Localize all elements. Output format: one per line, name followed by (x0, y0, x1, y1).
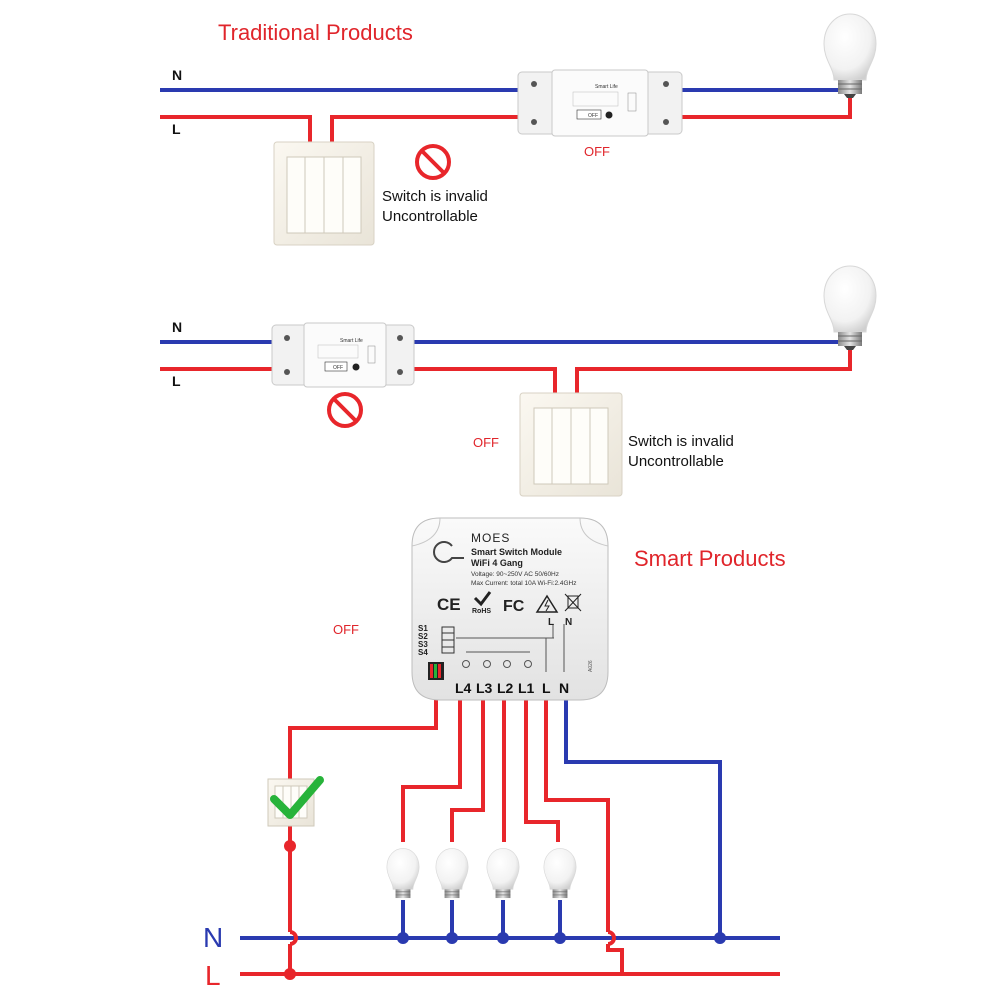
module-neutral-input-wire (564, 700, 722, 938)
wall-switch (273, 141, 375, 246)
switch-label-s3: S3 (418, 640, 428, 649)
warning-icon (535, 594, 559, 613)
bulb-icon (386, 848, 420, 899)
no-entry-icon (415, 144, 451, 180)
live-wire-load (680, 92, 852, 119)
smart-life-module: Smart Life OFF (271, 322, 415, 388)
module-live-input-wire (544, 700, 610, 932)
module-name: Smart Switch Module (471, 547, 562, 557)
neutral-bus-label: N (203, 922, 223, 953)
brand-logo: MOES (471, 531, 510, 545)
bulb-icon (823, 13, 877, 98)
model-number: A026 (588, 660, 594, 672)
section-title-traditional: Traditional Products (218, 20, 413, 45)
output-wire-l4 (401, 700, 462, 842)
uncontrollable-message: Uncontrollable (628, 453, 724, 470)
switch-label-s1: S1 (418, 624, 428, 633)
junction-dot (397, 932, 409, 944)
uncontrollable-message: Uncontrollable (382, 208, 478, 225)
output-wire-l1 (524, 700, 560, 842)
moes-switch-module: MOES Smart Switch Module WiFi 4 Gang Vol… (411, 517, 609, 701)
live-wire-switched (412, 367, 557, 400)
junction-dot (284, 968, 296, 980)
live-bus-label: L (205, 960, 221, 991)
rohs-mark: RoHS (472, 608, 491, 615)
no-entry-icon (327, 392, 363, 428)
live-label: L (172, 373, 181, 389)
fc-mark: FC (503, 598, 525, 615)
rohs-check-icon (473, 591, 492, 607)
inner-terminal-l: L (548, 617, 554, 628)
bulb-icon (486, 848, 520, 899)
switch-input-wire (288, 685, 438, 932)
live-wire-switched (330, 115, 520, 150)
svg-text:OFF: OFF (588, 113, 598, 119)
svg-text:OFF: OFF (333, 365, 343, 371)
logo-icon (433, 541, 464, 563)
neutral-label: N (172, 319, 182, 335)
junction-dot (284, 840, 296, 852)
switch-label-s4: S4 (418, 648, 428, 657)
terminal-l1: L1 (518, 680, 535, 696)
terminal-l2: L2 (497, 680, 514, 696)
switch-label-s2: S2 (418, 632, 428, 641)
bulb-icon (543, 848, 577, 899)
junction-dot (497, 932, 509, 944)
bulb-icon (823, 265, 877, 350)
checkmark-icon (270, 776, 324, 819)
module-current: Max Current: total 10A Wi-Fi:2.4GHz (471, 580, 576, 587)
junction-dot (714, 932, 726, 944)
live-label: L (172, 121, 181, 137)
output-wire-l3 (450, 700, 485, 842)
state-off: OFF (584, 144, 610, 159)
section-smart: Smart Products OFF N L (203, 517, 786, 991)
live-wire (160, 115, 312, 150)
svg-text:Smart Life: Smart Life (340, 338, 363, 344)
section-traditional-2: N L Smart Life OFF OFF (160, 265, 877, 497)
svg-text:Smart Life: Smart Life (595, 84, 618, 90)
smart-life-module: Smart Life OFF (517, 69, 683, 137)
live-wire-load (575, 344, 852, 400)
junction-dot (554, 932, 566, 944)
wall-switch (519, 392, 623, 497)
weee-bin-icon (564, 593, 582, 612)
state-off: OFF (473, 435, 499, 450)
state-off: OFF (333, 622, 359, 637)
neutral-label: N (172, 67, 182, 83)
terminal-n: N (559, 680, 569, 696)
invalid-message: Switch is invalid (382, 188, 488, 205)
module-voltage: Voltage: 90~250V AC 50/60Hz (471, 571, 559, 578)
ce-mark: CE (437, 595, 461, 614)
bulb-icon (435, 848, 469, 899)
section-traditional-1: Traditional Products N L Switch is inval… (160, 13, 877, 246)
junction-dot (446, 932, 458, 944)
inner-terminal-n: N (565, 617, 572, 628)
terminal-l: L (542, 680, 551, 696)
module-gang: WiFi 4 Gang (471, 558, 523, 568)
terminal-l4: L4 (455, 680, 472, 696)
terminal-l3: L3 (476, 680, 493, 696)
invalid-message: Switch is invalid (628, 433, 734, 450)
section-title-smart: Smart Products (634, 546, 786, 571)
